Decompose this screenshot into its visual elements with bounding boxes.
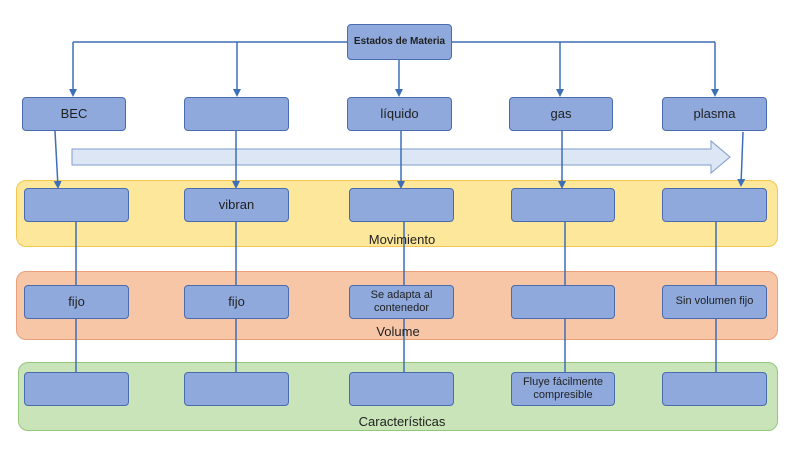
band-label-movement: Movimiento <box>368 232 436 247</box>
state-node: plasma <box>662 97 767 131</box>
movement-cell: vibran <box>184 188 289 222</box>
arrow-state-to-movement <box>53 130 62 189</box>
volume-cell: fijo <box>24 285 129 319</box>
volume-cell: Sin volumen fijo <box>662 285 767 319</box>
movement-cell <box>24 188 129 222</box>
state-node: gas <box>509 97 613 131</box>
band-label-characteristics: Características <box>358 414 446 429</box>
movement-cell <box>349 188 454 222</box>
characteristics-cell: Fluye fácilmente compresible <box>511 372 615 406</box>
volume-cell: fijo <box>184 285 289 319</box>
volume-cell: Se adapta al contenedor <box>349 285 454 319</box>
state-node: BEC <box>22 97 126 131</box>
characteristics-cell <box>184 372 289 406</box>
characteristics-cell <box>24 372 129 406</box>
movement-cell <box>662 188 767 222</box>
characteristics-cell <box>349 372 454 406</box>
characteristics-cell <box>662 372 767 406</box>
state-node <box>184 97 289 131</box>
band-label-volume: Volume <box>376 324 420 339</box>
root-node: Estados de Materia <box>347 24 452 60</box>
state-node: líquido <box>347 97 452 131</box>
movement-cell <box>511 188 615 222</box>
arrow-state-to-movement <box>737 131 746 187</box>
volume-cell <box>511 285 615 319</box>
